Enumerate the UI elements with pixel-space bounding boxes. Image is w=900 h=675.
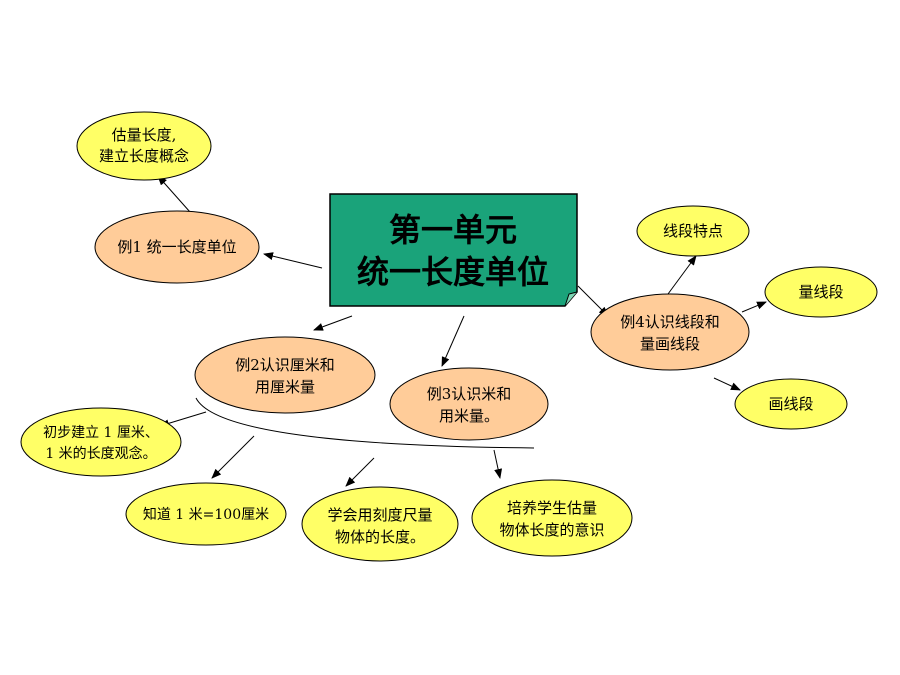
example3-line-1: 例3认识米和 xyxy=(427,385,512,403)
arrow-to-know-meter xyxy=(211,435,255,479)
node-initial-concept: 初步建立 1 厘米、 1 米的长度观念。 xyxy=(20,407,182,477)
connectors xyxy=(157,175,767,487)
learn-ruler-line-1: 学会用刻度尺量 xyxy=(327,506,432,524)
node-estimate-concept: 估量长度, 建立长度概念 xyxy=(76,111,212,181)
node-learn-ruler: 学会用刻度尺量 物体的长度。 xyxy=(301,486,459,562)
bracket-curve xyxy=(195,397,535,449)
example2-line-1: 例2认识厘米和 xyxy=(235,356,335,374)
arrow-example1-to-estimate xyxy=(157,175,191,213)
node-example2: 例2认识厘米和 用厘米量 xyxy=(194,336,376,414)
example1-label: 例1 统一长度单位 xyxy=(117,238,236,256)
node-measure-segment: 量线段 xyxy=(764,266,878,318)
initial-concept-line-2: 1 米的长度观念。 xyxy=(45,445,156,462)
initial-concept-line-1: 初步建立 1 厘米、 xyxy=(43,424,159,441)
segment-features-label: 线段特点 xyxy=(663,222,723,240)
example4-line-2: 量画线段 xyxy=(640,335,700,353)
learn-ruler-line-2: 物体的长度。 xyxy=(335,528,425,546)
know-meter-label: 知道 1 米=100厘米 xyxy=(143,506,269,523)
arrow-example4-to-draw xyxy=(713,377,741,391)
example3-line-2: 用米量。 xyxy=(439,407,499,425)
draw-segment-label: 画线段 xyxy=(768,395,813,413)
estimate-concept-line-1: 估量长度, xyxy=(112,126,177,144)
title-line-1: 第一单元 xyxy=(389,211,517,249)
cultivate-estimate-line-2: 物体长度的意识 xyxy=(499,521,604,539)
measure-segment-label: 量线段 xyxy=(798,283,843,301)
node-example4: 例4认识线段和 量画线段 xyxy=(590,293,750,371)
arrow-example4-to-features xyxy=(667,255,697,295)
node-know-meter: 知道 1 米=100厘米 xyxy=(125,482,287,546)
arrow-title-to-example4 xyxy=(577,285,609,317)
node-segment-features: 线段特点 xyxy=(636,205,750,257)
node-example1: 例1 统一长度单位 xyxy=(94,210,260,284)
title-line-2: 统一长度单位 xyxy=(357,253,549,291)
example4-line-1: 例4认识线段和 xyxy=(620,313,720,331)
estimate-concept-line-2: 建立长度概念 xyxy=(99,147,189,165)
title-box: 第一单元 统一长度单位 xyxy=(329,193,578,307)
node-example3: 例3认识米和 用米量。 xyxy=(389,367,549,441)
arrow-title-to-example1 xyxy=(263,252,323,269)
arrow-title-to-example3 xyxy=(441,315,465,367)
cultivate-estimate-line-1: 培养学生估量 xyxy=(507,499,597,517)
arrow-title-to-example2 xyxy=(313,315,353,331)
node-cultivate-estimate: 培养学生估量 物体长度的意识 xyxy=(471,479,633,557)
arrow-to-cultivate xyxy=(493,449,503,479)
node-draw-segment: 画线段 xyxy=(734,378,848,430)
arrow-example4-to-measure xyxy=(741,301,767,313)
example2-line-2: 用厘米量 xyxy=(255,378,315,396)
arrow-to-learn-ruler xyxy=(345,457,375,487)
